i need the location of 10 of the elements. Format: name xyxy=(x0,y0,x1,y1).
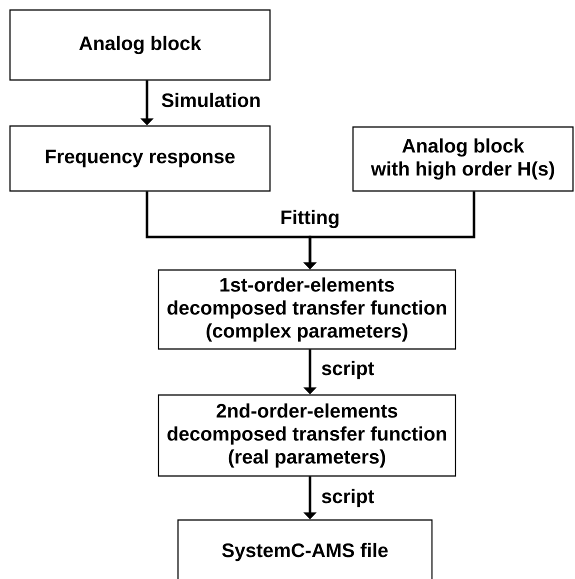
process-box: 1st-order-elements decomposed transfer function (complex parameters) xyxy=(158,269,456,350)
process-box: SystemC-AMS file xyxy=(177,519,433,579)
process-box: Frequency response xyxy=(9,125,271,192)
process-box: Analog block with high order H(s) xyxy=(352,126,574,192)
edge-label: script xyxy=(320,360,376,380)
edge-label: Simulation xyxy=(160,92,262,108)
process-box: Analog block xyxy=(9,9,271,81)
edge-label: Fitting xyxy=(279,208,341,230)
edge-label: script xyxy=(320,488,376,508)
process-box: 2nd-order-elements decomposed transfer function (real parameters) xyxy=(158,394,456,477)
